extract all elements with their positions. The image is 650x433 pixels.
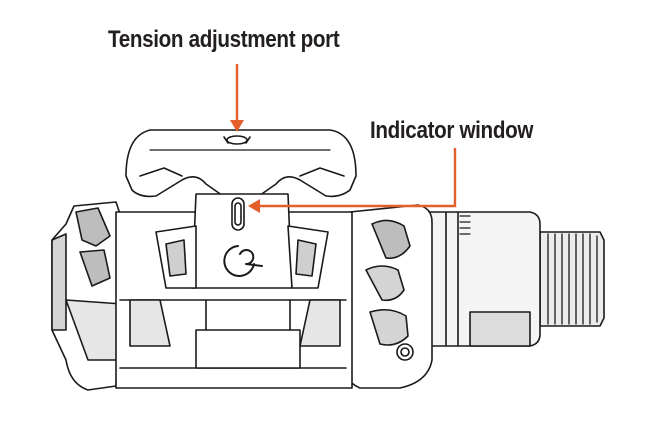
left-cage [51, 201, 127, 391]
callout-arrows [230, 64, 457, 213]
tension-port-icon [223, 135, 251, 145]
right-cage [343, 204, 433, 389]
binding-top [125, 129, 357, 199]
indicator-window-label: Indicator window [370, 117, 534, 144]
brand-logo-icon [223, 245, 263, 277]
tension-port-label: Tension adjustment port [108, 26, 340, 53]
spindle-body [427, 211, 541, 347]
center-block [155, 193, 329, 289]
indicator-callout-arrow [258, 148, 457, 208]
spindle-threads [539, 231, 605, 327]
